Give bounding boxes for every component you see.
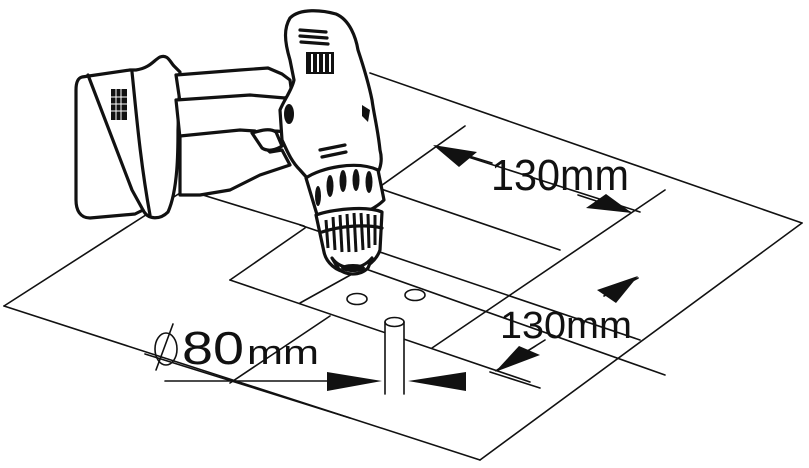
drill-holes [346, 288, 426, 306]
dimension-right: 130mm [495, 276, 639, 372]
dimension-label-top: 130mm [491, 151, 629, 200]
mounting-post [384, 316, 405, 402]
diameter-symbol-icon [154, 323, 178, 371]
diameter-value: 80 [182, 322, 244, 374]
diameter-unit: mm [247, 334, 319, 372]
dimension-diameter: 80 mm [154, 322, 466, 391]
chuck-grip [324, 212, 377, 253]
direction-switch [284, 104, 294, 124]
dimension-label-right: 130mm [500, 305, 632, 347]
cordless-drill-illustration [74, 9, 386, 276]
clutch-grip [315, 169, 373, 206]
dimension-top: 130mm [433, 145, 632, 213]
battery-pack [74, 54, 182, 220]
vent-slots [298, 28, 334, 74]
